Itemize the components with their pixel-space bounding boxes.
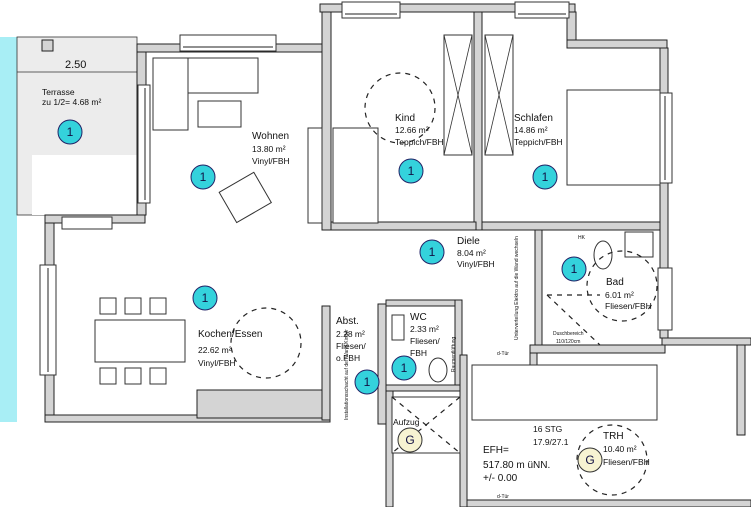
svg-text:Vinyl/FBH: Vinyl/FBH [252,156,290,166]
svg-text:2.28 m²: 2.28 m² [336,329,365,339]
vent-note: Raumentlüftung [451,336,457,372]
svg-text:FBH: FBH [410,348,427,358]
room-wohnen: Wohnen 13.80 m² Vinyl/FBH [252,131,290,166]
marker-gas: G [397,427,423,453]
efh-height: 517.80 m üNN. [483,460,550,471]
efh-label: EFH= [483,445,509,456]
svg-text:Diele: Diele [457,236,480,247]
marker-gas: G [577,447,603,473]
svg-text:zu 1/2= 4.68 m²: zu 1/2= 4.68 m² [42,97,101,107]
svg-text:1: 1 [202,291,209,305]
stairs-count: 16 STG [533,424,562,434]
markers: 1 1 1 1 1 1 1 1 1 G G [57,119,603,473]
room-wc: WC 2.33 m² Fliesen/ FBH [410,312,440,358]
room-trh: TRH 10.40 m² Fliesen/FBH [603,431,650,467]
svg-text:1: 1 [67,125,74,139]
marker-one: 1 [561,256,587,282]
turning-circle [576,424,648,496]
svg-text:Vinyl/FBH: Vinyl/FBH [457,259,495,269]
marker-one: 1 [190,164,216,190]
marker-one: 1 [192,285,218,311]
turning-circle [364,72,436,144]
room-terrasse: Terrasse zu 1/2= 4.68 m² [42,87,101,107]
shaft-note: Installationsschacht auf der Wand Kinder [344,329,350,420]
svg-text:Fliesen/: Fliesen/ [336,341,366,351]
svg-text:Teppich/FBH: Teppich/FBH [514,137,563,147]
door-note: d-Tür [497,351,509,357]
svg-text:1: 1 [429,245,436,259]
elektro-note: Unterverteilung Elektro auf die Wand wec… [514,236,520,340]
furniture [94,34,661,454]
svg-text:TRH: TRH [603,431,624,442]
svg-text:Schlafen: Schlafen [514,113,553,124]
marker-one: 1 [419,239,445,265]
svg-text:Kind: Kind [395,113,415,124]
svg-text:Fliesen/FBH: Fliesen/FBH [605,301,652,311]
svg-text:G: G [585,453,594,467]
svg-text:1: 1 [364,375,371,389]
shower-size: 110/120cm [556,339,580,345]
room-abst: Abst. 2.28 m² Fliesen/ o.FBH [336,316,366,363]
turning-circle [586,250,658,322]
shower-note: Duschbereich [553,331,584,337]
svg-text:Vinyl/FBH: Vinyl/FBH [198,358,236,368]
stairs-ratio: 17.9/27.1 [533,437,569,447]
svg-text:G: G [405,433,414,447]
svg-text:14.86 m²: 14.86 m² [514,125,548,135]
efh-zero: +/- 0.00 [483,473,518,484]
room-diele: Diele 8.04 m² Vinyl/FBH [457,236,495,269]
svg-text:Kochen/Essen: Kochen/Essen [198,329,263,340]
door-note: d-Tür [497,494,509,500]
svg-text:1: 1 [542,170,549,184]
svg-text:Teppich/FBH: Teppich/FBH [395,137,444,147]
svg-text:Abst.: Abst. [336,316,359,327]
svg-text:13.80 m²: 13.80 m² [252,144,286,154]
elevator-label: Aufzug [393,417,420,427]
svg-text:6.01 m²: 6.01 m² [605,290,634,300]
room-bad: Bad 6.01 m² Fliesen/FBH [605,277,652,311]
svg-text:WC: WC [410,312,427,323]
marker-one: 1 [57,119,83,145]
room-schlafen: Schlafen 14.86 m² Teppich/FBH [514,113,563,147]
room-kochen-essen: Kochen/Essen 22.62 m² Vinyl/FBH [198,329,263,368]
svg-text:Bad: Bad [606,277,624,288]
svg-text:1: 1 [408,164,415,178]
dimension-label: 2.50 [65,59,86,71]
svg-text:12.66 m²: 12.66 m² [395,125,429,135]
marker-one: 1 [354,369,380,395]
svg-text:22.62 m²: 22.62 m² [198,345,232,355]
svg-text:10.40 m²: 10.40 m² [603,444,637,454]
svg-text:Fliesen/: Fliesen/ [410,336,440,346]
terrace-light [32,155,137,215]
svg-text:Terrasse: Terrasse [42,87,75,97]
svg-text:1: 1 [401,361,408,375]
marker-one: 1 [398,158,424,184]
turning-circle [230,307,302,379]
marker-one: 1 [532,164,558,190]
svg-text:Wohnen: Wohnen [252,131,289,142]
windows [39,1,673,376]
svg-text:1: 1 [571,262,578,276]
room-kind: Kind 12.66 m² Teppich/FBH [395,113,444,147]
svg-text:Fliesen/FBH: Fliesen/FBH [603,457,650,467]
hk-note: HK [578,235,586,241]
svg-text:1: 1 [200,170,207,184]
svg-text:8.04 m²: 8.04 m² [457,248,486,258]
marker-one: 1 [391,355,417,381]
svg-text:o.FBH: o.FBH [336,353,360,363]
terrace-post [41,39,54,52]
terrace-edge [0,37,17,422]
svg-text:2.33 m²: 2.33 m² [410,324,439,334]
